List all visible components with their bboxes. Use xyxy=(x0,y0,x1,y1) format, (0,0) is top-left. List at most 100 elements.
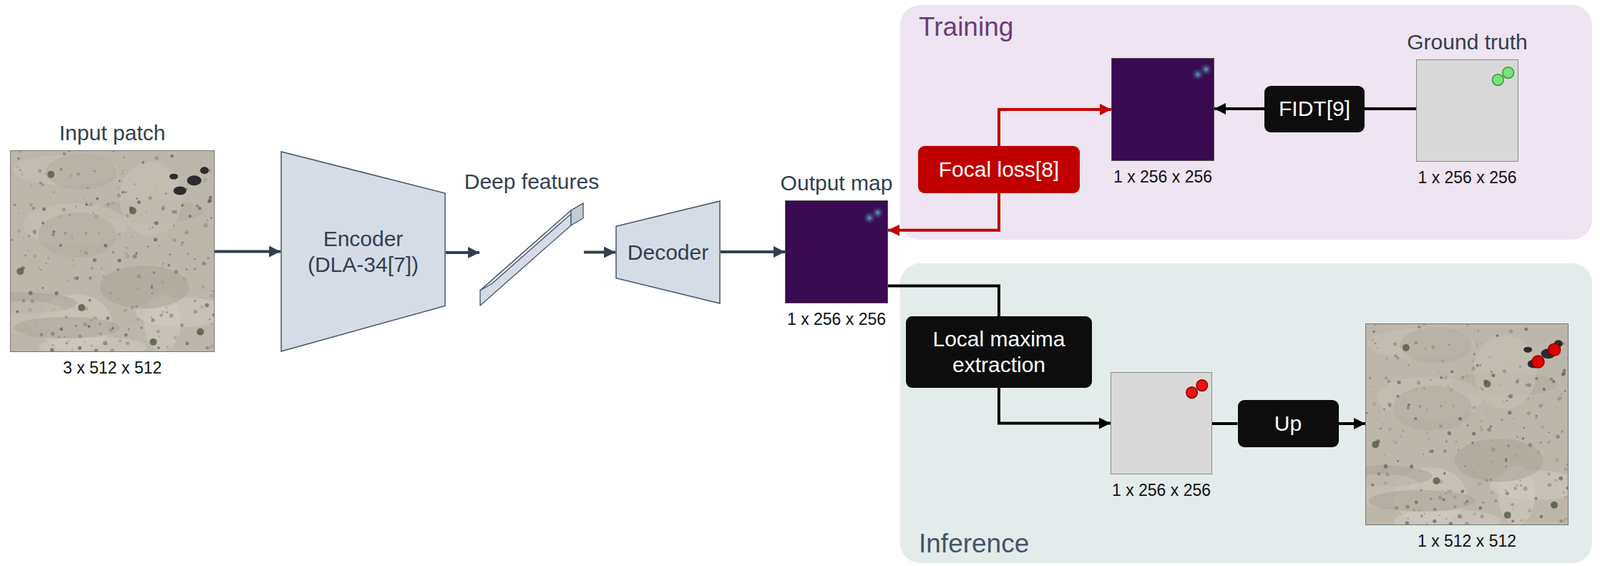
ground-speck xyxy=(188,214,192,218)
ground-speck xyxy=(1428,450,1432,453)
ground-speck xyxy=(1444,517,1448,521)
ground-speck xyxy=(1420,514,1424,518)
ground-speck xyxy=(1405,505,1410,510)
image-border xyxy=(1366,324,1569,526)
ground-speck xyxy=(1464,465,1467,468)
ground-speck xyxy=(150,284,154,287)
ground-speck xyxy=(1490,490,1495,495)
ground-speck xyxy=(121,169,124,172)
ground-speck xyxy=(1485,409,1487,411)
ground-speck xyxy=(125,251,129,255)
ground-speck xyxy=(1397,380,1402,385)
ground-speck xyxy=(32,206,36,210)
ground-speck xyxy=(1476,364,1480,368)
ground-speck xyxy=(153,222,156,225)
ground-speck xyxy=(1443,472,1447,476)
ground-speck xyxy=(1458,417,1462,421)
ground-speck xyxy=(1465,374,1470,378)
ground-speck xyxy=(1519,484,1523,487)
ground-speck xyxy=(71,234,73,237)
ground-speck xyxy=(1479,364,1482,367)
ground-speck xyxy=(1554,478,1558,482)
ground-speck xyxy=(157,346,161,350)
ground-speck xyxy=(39,181,43,184)
feature-face xyxy=(480,203,584,291)
ground-speck xyxy=(1438,495,1442,500)
connector xyxy=(1212,422,1238,426)
ground-speck xyxy=(1466,424,1470,427)
ground-speck xyxy=(1368,376,1372,380)
ground-speck xyxy=(1446,384,1450,388)
ground-speck xyxy=(1384,376,1389,380)
ground-speck xyxy=(1564,495,1568,499)
ground-speck xyxy=(1502,400,1505,403)
ground-patch xyxy=(38,336,147,353)
shrub xyxy=(1402,344,1410,352)
step-label: Focal loss[8] xyxy=(928,156,1070,183)
ground-speck xyxy=(1385,357,1389,361)
ground-speck xyxy=(47,257,49,260)
ground-speck xyxy=(1439,405,1443,408)
ground-speck xyxy=(1476,342,1479,345)
ground-speck xyxy=(1434,423,1437,426)
ground-speck xyxy=(159,313,164,317)
ground-speck xyxy=(180,243,184,247)
ground-speck xyxy=(65,315,68,318)
shrub xyxy=(149,338,157,346)
ground-speck xyxy=(1527,397,1530,400)
ground-speck xyxy=(35,325,38,328)
ground-speck xyxy=(1441,359,1445,363)
ground-speck xyxy=(37,266,41,270)
ground-speck xyxy=(135,197,139,200)
ground-speck xyxy=(137,266,139,269)
ground-speck xyxy=(168,253,172,256)
extraction-box: Local maxima extraction xyxy=(905,316,1092,388)
upsample-box: Up xyxy=(1237,400,1339,448)
fidt-box: FIDT[9] xyxy=(1264,85,1365,133)
ground-speck xyxy=(1559,519,1563,524)
ground-speck xyxy=(154,189,156,192)
ground-speck xyxy=(1547,472,1551,476)
detected-point xyxy=(1532,355,1545,368)
node-heading: Input patch xyxy=(59,120,166,146)
ground-speck xyxy=(86,186,90,190)
ground-patch xyxy=(1393,509,1502,526)
ground-speck xyxy=(1393,342,1397,346)
ground-speck xyxy=(1472,405,1476,409)
ground-patch xyxy=(1400,327,1472,363)
ground-patch xyxy=(45,154,118,190)
ground-speck xyxy=(1480,342,1482,345)
ground-speck xyxy=(1494,499,1498,503)
ground-speck xyxy=(51,233,56,237)
ground-speck xyxy=(1400,435,1402,438)
ground-speck xyxy=(92,316,96,320)
ground-speck xyxy=(93,170,96,173)
ground-speck xyxy=(1414,388,1417,391)
ground-speck xyxy=(209,294,214,298)
ground-speck xyxy=(193,258,196,260)
ground-speck xyxy=(161,262,164,265)
ground-speck xyxy=(24,254,27,257)
ground-speck xyxy=(1509,329,1513,333)
ground-speck xyxy=(1477,444,1480,446)
ground-speck xyxy=(1428,437,1430,440)
ground-speck xyxy=(1504,489,1507,493)
ground-speck xyxy=(201,284,206,290)
ground-speck xyxy=(1440,345,1442,347)
map-fill xyxy=(1416,60,1519,162)
ground-speck xyxy=(95,196,99,200)
ground-speck xyxy=(106,202,111,207)
ground-speck xyxy=(156,329,161,334)
ground-speck xyxy=(1519,479,1522,482)
ground-speck xyxy=(210,322,214,326)
ground-speck xyxy=(193,309,198,315)
ground-speck xyxy=(1491,447,1496,452)
ground-speck xyxy=(1455,440,1458,443)
ground-speck xyxy=(28,291,33,296)
ground-speck xyxy=(118,179,121,182)
ground-speck xyxy=(1417,325,1421,329)
ground-speck xyxy=(73,276,77,280)
ground-speck xyxy=(1481,470,1483,473)
ground-speck xyxy=(1517,445,1520,448)
ground-speck xyxy=(1444,440,1448,443)
